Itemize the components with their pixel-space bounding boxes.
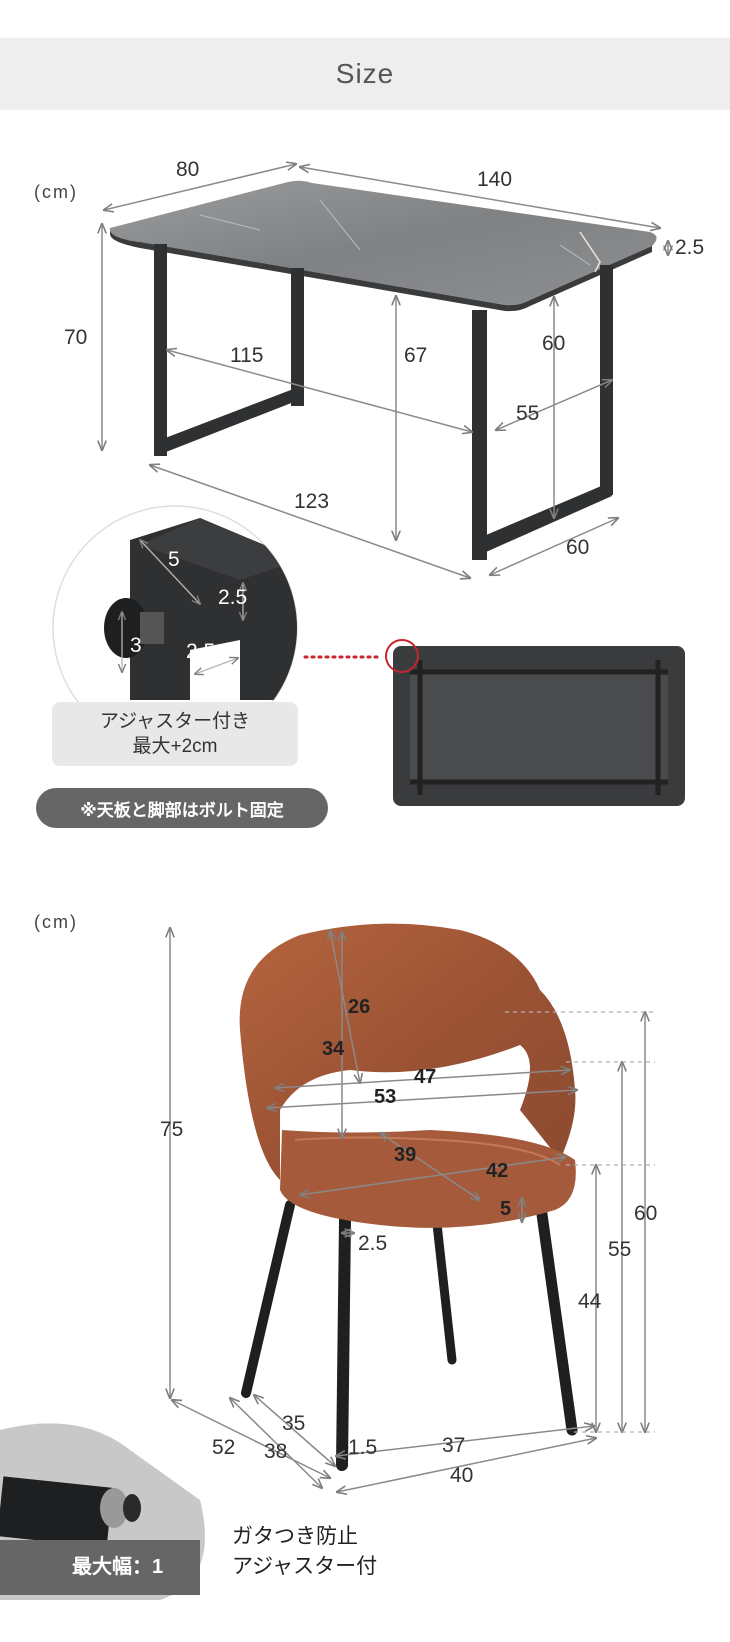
chair-height-75: 75 xyxy=(160,1118,184,1141)
chair-guide-lines xyxy=(505,1011,655,1433)
chair-front-outer-40: 40 xyxy=(450,1464,474,1487)
adjuster-height-3: 3 xyxy=(130,634,142,657)
caster-detail xyxy=(0,1423,205,1600)
chair-back-inner-26: 26 xyxy=(348,996,371,1018)
chair-arm-inner-47: 47 xyxy=(414,1066,437,1088)
adjuster-label-box: アジャスター付き 最大+2cm xyxy=(52,702,298,766)
chair-depth-35: 35 xyxy=(282,1412,306,1435)
leg-width-5: 5 xyxy=(168,548,180,571)
chair-seat-height-44: 44 xyxy=(578,1290,602,1313)
chair-back-side-55: 55 xyxy=(608,1238,632,1261)
table-unit-label: (cm) xyxy=(34,182,78,202)
caster-text-line-1: ガタつき防止 xyxy=(232,1525,358,1548)
chair-front-inner-37: 37 xyxy=(442,1434,466,1457)
caster-description: ガタつき防止 アジャスター付 xyxy=(232,1522,377,1582)
table-top-thickness: 2.5 xyxy=(675,236,705,259)
table-underside-view xyxy=(303,639,685,806)
adjuster-label-line-2: 最大+2cm xyxy=(132,736,218,757)
header-title: Size xyxy=(335,58,395,89)
bolt-fixed-note: ※天板と脚部はボルト固定 xyxy=(36,788,328,828)
chair-leg-dia-2-5: 2.5 xyxy=(358,1232,388,1255)
chair-back-full-34: 34 xyxy=(322,1038,345,1060)
chair-body xyxy=(239,923,576,1228)
size-header: Size xyxy=(0,38,730,110)
chair-leg-1-5: 1.5 xyxy=(348,1436,378,1459)
chair-dimension-lines xyxy=(170,928,645,1492)
chair-seat-thickness-5: 5 xyxy=(500,1198,512,1220)
caster-max-width-badge: 最大幅：1 xyxy=(72,1556,164,1578)
table-under-height-67: 67 xyxy=(404,344,428,367)
chair-arm-outer-53: 53 xyxy=(374,1086,397,1108)
leg-detail-circle xyxy=(52,505,298,751)
table-depth-80: 80 xyxy=(176,158,200,181)
leg-thickness-2-5-a: 2.5 xyxy=(218,586,248,609)
table-inner-width-115: 115 xyxy=(230,344,264,367)
chair-seat-width-42: 42 xyxy=(486,1160,509,1182)
table-leg-height-60: 60 xyxy=(542,332,566,355)
table-base-width-123: 123 xyxy=(294,490,330,513)
chair-depth-38: 38 xyxy=(264,1440,288,1463)
leg-thickness-2-5-b: 2.5 xyxy=(186,640,216,663)
table-width-140: 140 xyxy=(477,168,513,191)
chair-arm-height-60: 60 xyxy=(634,1202,658,1225)
chair-seat-depth-39: 39 xyxy=(394,1144,417,1166)
table-height-70: 70 xyxy=(64,326,88,349)
table-base-depth-60: 60 xyxy=(566,536,590,559)
chair-depth-52: 52 xyxy=(212,1436,236,1459)
chair-unit-label: (cm) xyxy=(34,912,78,932)
adjuster-label-line-1: アジャスター付き xyxy=(99,711,251,732)
table-dimension-lines xyxy=(102,164,668,578)
caster-text-line-2: アジャスター付 xyxy=(232,1555,378,1578)
table-leg-depth-55: 55 xyxy=(516,402,540,425)
table-top xyxy=(109,180,657,312)
